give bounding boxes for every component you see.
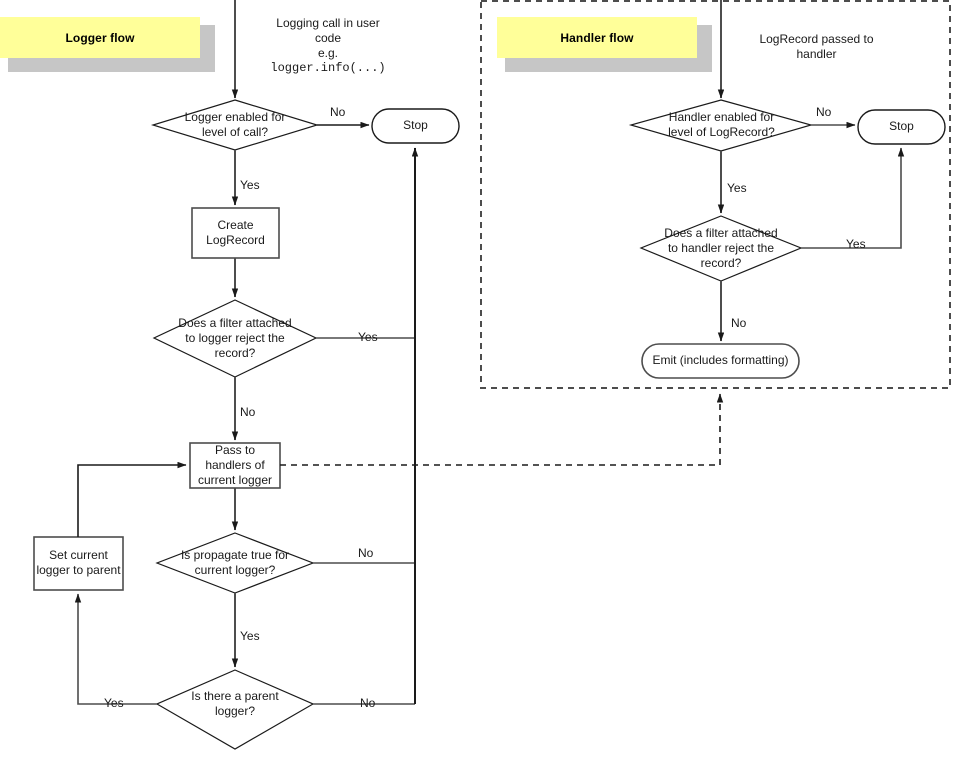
handler-flow-banner: Handler flow [497, 17, 712, 72]
logger-flow-banner: Logger flow [0, 17, 215, 72]
handler-flow-entry-text: LogRecord passed to handler [759, 32, 874, 61]
node-pass-to-handlers [189, 442, 281, 489]
node-create-logrecord [191, 207, 280, 259]
node-emit [641, 343, 800, 379]
edge-pass-to-handler-flow [280, 393, 724, 466]
node-filter-handler [639, 215, 803, 282]
logger-flow-banner-label: Logger flow [65, 30, 135, 45]
edge-label-filter-logger-yes: Yes [358, 330, 378, 344]
edge-filter-handler-yes [801, 147, 905, 249]
handler-flow-banner-label: Handler flow [560, 30, 634, 45]
logger-flow-banner-face: Logger flow [0, 17, 200, 58]
node-logger-stop [371, 108, 460, 144]
edge-label-filter-handler-no: No [731, 316, 747, 330]
node-set-current-logger-to-parent [33, 536, 124, 591]
edge-label-filter-logger-no: No [240, 405, 256, 419]
edge-set-parent-to-pass [77, 461, 187, 537]
logger-flow-entry-text: Logging call in user code e.g. [276, 16, 380, 60]
node-handler-enabled [628, 99, 814, 152]
edge-label-parent-no: No [360, 696, 376, 710]
node-handler-stop [857, 109, 946, 145]
node-logger-enabled [150, 99, 320, 151]
logger-flow-entry-code: logger.info(...) [270, 61, 386, 75]
edge-label-logger-enabled-no: No [330, 105, 346, 119]
edge-label-propagate-no: No [358, 546, 374, 560]
edge-label-filter-handler-yes: Yes [846, 237, 866, 251]
node-filter-logger [152, 299, 318, 378]
handler-flow-container [480, 0, 951, 389]
node-propagate [155, 532, 315, 594]
handler-flow-banner-face: Handler flow [497, 17, 697, 58]
node-parent-logger [155, 669, 315, 750]
edge-label-logger-enabled-yes: Yes [240, 178, 260, 192]
edge-label-propagate-yes: Yes [240, 629, 260, 643]
edge-label-parent-yes: Yes [104, 696, 124, 710]
edge-label-handler-enabled-no: No [816, 105, 832, 119]
edge-label-handler-enabled-yes: Yes [727, 181, 747, 195]
edge-parent-yes [74, 593, 157, 705]
